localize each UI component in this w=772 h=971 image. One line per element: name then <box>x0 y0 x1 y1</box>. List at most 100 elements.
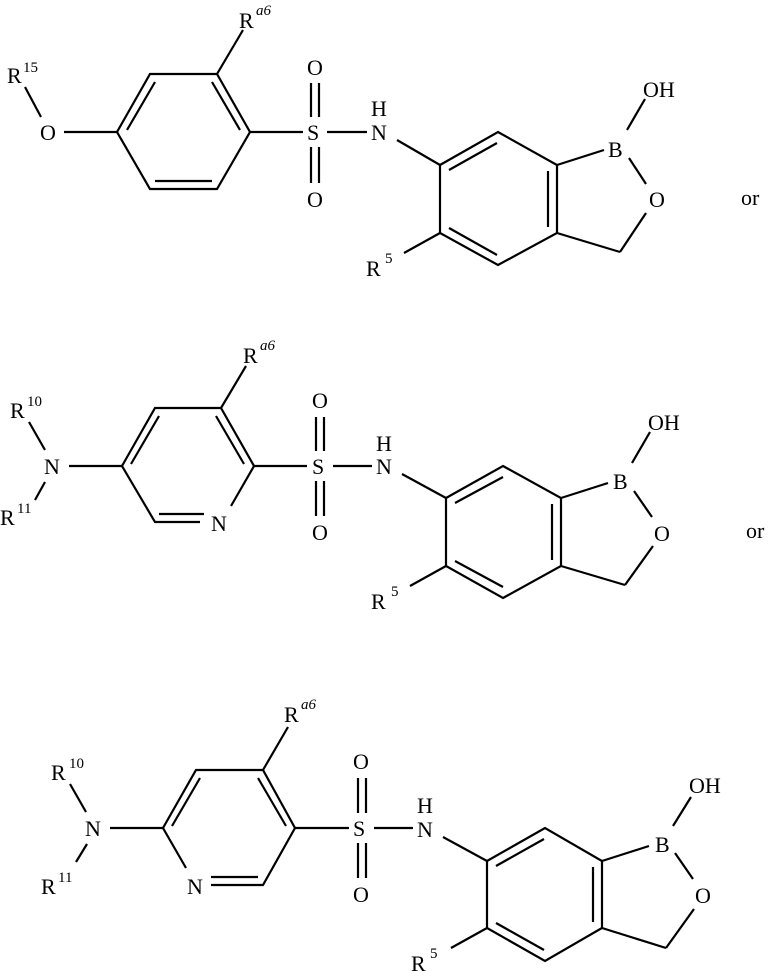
pyridine-ring <box>120 406 256 524</box>
ra6-superscript: a6 <box>301 697 317 713</box>
bond-r15-o <box>24 86 42 118</box>
bond-b-o <box>633 490 653 518</box>
bond-n-benzo <box>401 473 447 499</box>
r5-superscript: 5 <box>430 946 438 962</box>
bond-o-ch2 <box>665 908 695 949</box>
amide-nitrogen: N <box>371 120 387 145</box>
double-bond-inner <box>171 777 201 827</box>
r5-label: R <box>366 256 381 281</box>
bond-n-benzo <box>396 139 441 166</box>
benzene-ring <box>115 72 252 191</box>
double-bond-inner <box>495 922 545 951</box>
ra6-superscript: a6 <box>256 3 272 19</box>
sulfonyl-oxygen-bottom: O <box>353 882 369 907</box>
bond-b-o <box>628 157 647 185</box>
bond-n-benzo <box>442 836 488 862</box>
boron-hydroxyl: OH <box>689 773 721 798</box>
bond-ring-ra6 <box>220 365 247 409</box>
ring-oxygen: O <box>695 883 711 908</box>
double-bond-inner <box>257 777 287 827</box>
double-bond-inner <box>215 415 245 465</box>
bond-o-ch2 <box>624 545 654 586</box>
bond-ring-r5 <box>450 927 488 949</box>
double-bond-inner <box>211 81 241 131</box>
boron-hydroxyl: OH <box>648 410 680 435</box>
ra6-superscript: a6 <box>260 338 276 354</box>
bond-ring-r5 <box>409 565 447 587</box>
bond-ring-r5 <box>403 232 441 254</box>
bond-ring-b <box>560 481 609 500</box>
bond-r10-n <box>69 783 87 813</box>
sulfonyl-oxygen-bottom: O <box>307 187 323 212</box>
ra6-label: R <box>243 343 258 368</box>
boron-atom: B <box>613 469 628 494</box>
ring-oxygen: O <box>649 187 665 212</box>
bond-r10-n <box>28 421 46 451</box>
bond-ring-ra6 <box>262 726 289 771</box>
r11-label: R <box>41 874 56 899</box>
r10-superscript: 10 <box>69 756 84 772</box>
r10-label: R <box>51 760 66 785</box>
bond-b-oh <box>672 796 692 827</box>
bond-ring-ra6 <box>216 29 244 75</box>
double-bond-inner <box>130 415 160 465</box>
ra6-label: R <box>239 8 254 33</box>
pyridine-nitrogen: N <box>211 511 227 536</box>
amide-hydrogen: H <box>417 793 433 818</box>
bond-ch2-ring <box>556 231 621 254</box>
pyridine-nitrogen: N <box>187 874 203 899</box>
bond-ch2-ring <box>560 564 626 587</box>
benzoxaborole-benzene-ring <box>438 130 559 267</box>
amide-nitrogen: N <box>417 817 433 842</box>
bond-b-o <box>674 852 694 880</box>
bond-ring-b <box>601 844 650 863</box>
structure-2: R 10 N R 11 N R a6 S O O H N B <box>0 338 765 614</box>
double-bond-inner <box>126 81 156 131</box>
r11-superscript: 11 <box>17 501 31 517</box>
boron-atom: B <box>608 137 623 162</box>
r5-label: R <box>371 589 386 614</box>
boron-hydroxyl: OH <box>643 77 675 102</box>
amine-nitrogen: N <box>85 816 101 841</box>
sulfonyl-oxygen-top: O <box>312 388 328 413</box>
double-bond-inner <box>448 227 498 256</box>
r5-label: R <box>411 951 426 971</box>
double-bond-inner <box>448 142 498 171</box>
bond-n-r11 <box>75 843 88 863</box>
r10-superscript: 10 <box>27 394 42 410</box>
bond-ch2-ring <box>601 926 667 950</box>
r5-superscript: 5 <box>391 584 399 600</box>
amide-hydrogen: H <box>371 96 387 121</box>
r11-label: R <box>0 505 15 530</box>
amide-hydrogen: H <box>376 431 392 456</box>
amine-nitrogen: N <box>44 454 60 479</box>
amide-nitrogen: N <box>376 454 392 479</box>
structure-1: R 15 O R a6 S O O H N B OH <box>7 3 760 281</box>
sulfonyl-oxygen-top: O <box>307 55 323 80</box>
boron-atom: B <box>655 832 670 857</box>
double-bond-inner <box>454 560 504 588</box>
r10-label: R <box>10 398 25 423</box>
ether-oxygen: O <box>40 120 56 145</box>
sulfonyl-oxygen-top: O <box>353 749 369 774</box>
sulfur-atom: S <box>307 120 319 145</box>
structure-3: R 10 N R 11 N R a6 S O O H N B <box>41 697 721 971</box>
bond-o-ch2 <box>619 212 647 253</box>
benzoxaborole-benzene-ring <box>485 826 604 963</box>
or-connector: or <box>746 518 765 543</box>
double-bond-inner <box>454 476 504 504</box>
r15-label: R <box>7 63 22 88</box>
bond-ring-b <box>556 148 605 167</box>
sulfur-atom: S <box>353 816 365 841</box>
r11-superscript: 11 <box>58 870 72 886</box>
bond-b-oh <box>626 98 646 131</box>
ra6-label: R <box>284 702 299 727</box>
pyridine-ring <box>161 768 297 887</box>
bond-b-oh <box>631 431 651 464</box>
benzoxaborole-benzene-ring <box>444 464 563 600</box>
r15-superscript: 15 <box>23 60 38 76</box>
ring-oxygen: O <box>654 521 670 546</box>
or-connector: or <box>741 185 760 210</box>
sulfonyl-oxygen-bottom: O <box>312 520 328 545</box>
